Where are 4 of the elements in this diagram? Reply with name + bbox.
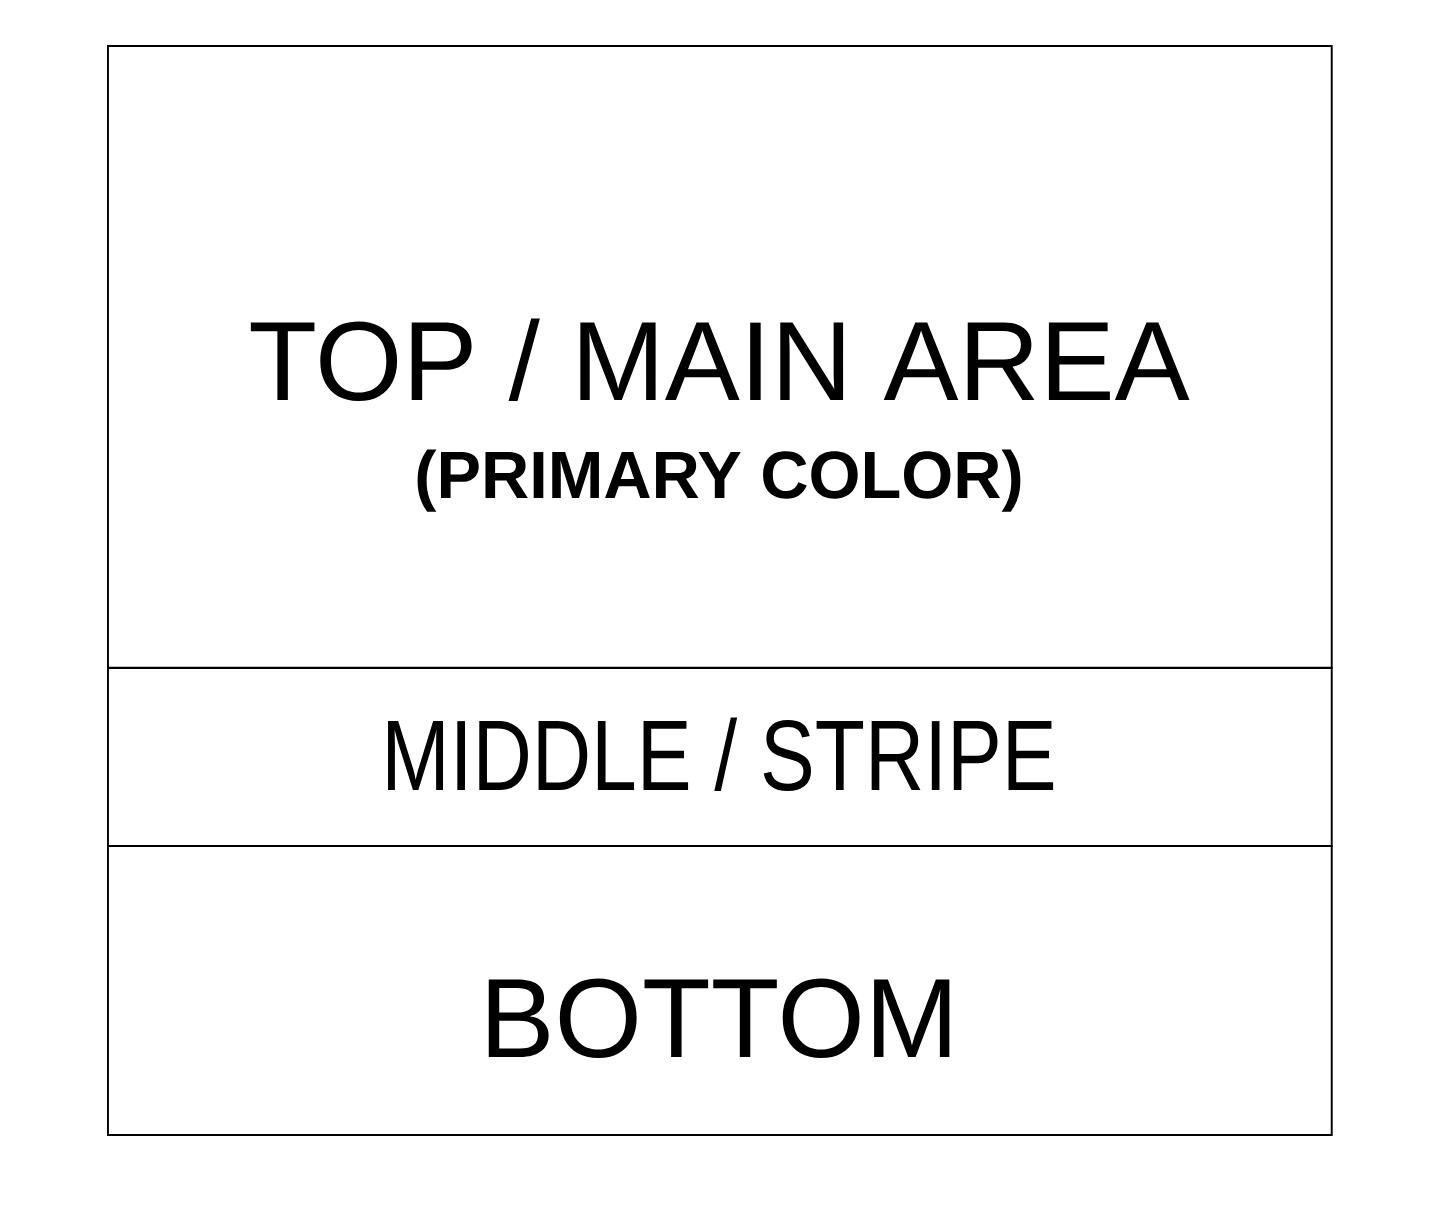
- band-label: MIDDLE / STRIPE: [388, 717, 1054, 791]
- band-label: TOP / MAIN AREA: [250, 318, 1190, 402]
- band-label: BOTTOM: [488, 978, 950, 1059]
- band-label: (PRIMARY COLOR): [417, 449, 1021, 512]
